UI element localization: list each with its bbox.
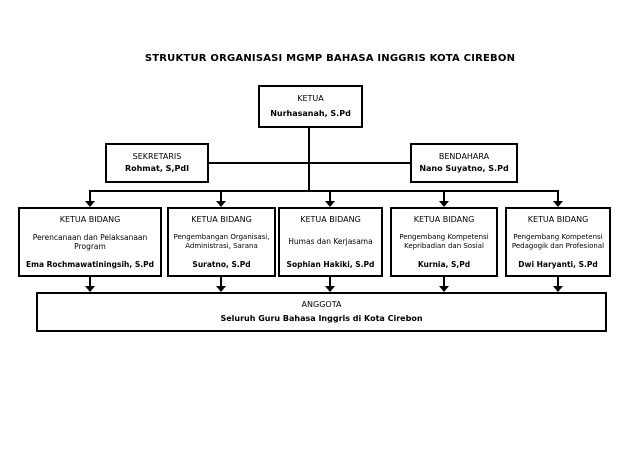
arrowhead-down-icon [325, 286, 335, 292]
chart-title: STRUKTUR ORGANISASI MGMP BAHASA INGGRIS … [144, 53, 516, 64]
node-division: Perencanaan dan Pelaksanaan Program [32, 232, 148, 252]
arrow-stem [329, 191, 331, 201]
arrowhead-down-icon [439, 201, 449, 207]
node-division: Pengembangan Organisasi, Administrasi, S… [173, 233, 270, 251]
node-role: KETUA BIDANG [413, 215, 475, 224]
node-ketua-bidang-3: KETUA BIDANG Humas dan Kerjasama Sophian… [278, 207, 383, 277]
node-ketua: KETUA Nurhasanah, S.Pd [258, 85, 363, 128]
arrowhead-down-icon [216, 286, 226, 292]
arrowhead-down-icon [439, 286, 449, 292]
arrow-stem [329, 277, 331, 286]
arrow-stem [220, 191, 222, 201]
node-person-name: Ema Rochmawatiningsih, S.Pd [26, 260, 154, 269]
node-ketua-bidang-4: KETUA BIDANG Pengembang Kompetensi Kepri… [390, 207, 498, 277]
arrow-bidang-5-to-anggota [553, 277, 563, 292]
node-role: ANGGOTA [301, 300, 342, 309]
arrow-stem [557, 277, 559, 286]
arrow-stem [557, 191, 559, 201]
arrow-to-bidang-4 [439, 191, 449, 207]
node-person-name: Nano Suyatno, S.Pd [419, 164, 509, 174]
connector-distribution-line [89, 190, 559, 192]
node-role: BENDAHARA [438, 152, 490, 161]
arrow-stem [89, 191, 91, 201]
arrow-to-bidang-3 [325, 191, 335, 207]
arrowhead-down-icon [85, 201, 95, 207]
node-person-name: Nurhasanah, S.Pd [270, 109, 351, 119]
node-ketua-bidang-1: KETUA BIDANG Perencanaan dan Pelaksanaan… [18, 207, 162, 277]
arrow-bidang-2-to-anggota [216, 277, 226, 292]
arrow-to-bidang-5 [553, 191, 563, 207]
arrowhead-down-icon [553, 286, 563, 292]
node-person-name: Rohmat, S,PdI [124, 164, 190, 174]
connector-sekretaris-bendahara [209, 162, 410, 164]
node-person-name: Dwi Haryanti, S.Pd [518, 260, 598, 269]
arrow-to-bidang-1 [85, 191, 95, 207]
node-anggota: ANGGOTA Seluruh Guru Bahasa Inggris di K… [36, 292, 607, 332]
node-person-name: Kurnia, S,Pd [417, 260, 471, 269]
node-ketua-bidang-2: KETUA BIDANG Pengembangan Organisasi, Ad… [167, 207, 276, 277]
arrowhead-down-icon [553, 201, 563, 207]
node-role: KETUA BIDANG [300, 215, 361, 224]
node-bendahara: BENDAHARA Nano Suyatno, S.Pd [410, 143, 518, 183]
arrow-stem [443, 277, 445, 286]
node-role: SEKRETARIS [132, 152, 182, 161]
node-person-name: Suratno, S.Pd [192, 260, 251, 269]
node-role: KETUA BIDANG [191, 215, 252, 224]
node-role: KETUA BIDANG [527, 215, 589, 224]
arrow-stem [443, 191, 445, 201]
arrow-stem [89, 277, 91, 286]
arrowhead-down-icon [325, 201, 335, 207]
node-role: KETUA BIDANG [59, 215, 121, 224]
node-division: Humas dan Kerjasama [288, 237, 373, 247]
arrow-bidang-3-to-anggota [325, 277, 335, 292]
node-division: Pengembang Kompetensi Kepribadian dan So… [399, 233, 489, 251]
arrowhead-down-icon [85, 286, 95, 292]
node-role: KETUA [297, 94, 324, 103]
arrow-to-bidang-2 [216, 191, 226, 207]
arrowhead-down-icon [216, 201, 226, 207]
arrow-stem [220, 277, 222, 286]
node-person-name: Sophian Hakiki, S.Pd [286, 260, 375, 269]
node-ketua-bidang-5: KETUA BIDANG Pengembang Kompetensi Pedag… [505, 207, 611, 277]
arrow-bidang-1-to-anggota [85, 277, 95, 292]
node-person-name: Seluruh Guru Bahasa Inggris di Kota Cire… [220, 314, 423, 324]
node-division: Pengembang Kompetensi Pedagogik dan Prof… [511, 233, 605, 251]
arrow-bidang-4-to-anggota [439, 277, 449, 292]
node-sekretaris: SEKRETARIS Rohmat, S,PdI [105, 143, 209, 183]
connector-ketua-stem [308, 128, 310, 192]
